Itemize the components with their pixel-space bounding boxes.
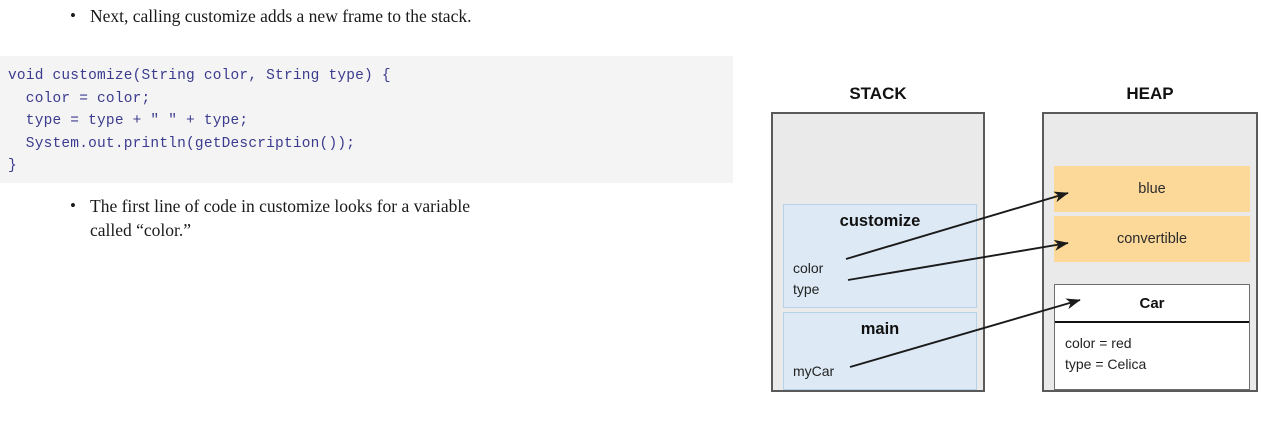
heap-string-label: convertible <box>1116 231 1188 247</box>
bullet-text: The first line of code in customize look… <box>90 196 471 240</box>
code-block: void customize(String color, String type… <box>0 56 733 183</box>
bullet-marker: • <box>70 6 76 25</box>
heap-region: blue convertible Car color = red type = … <box>1042 112 1258 392</box>
stack-frame-customize: customize color type <box>783 204 977 308</box>
bullet-marker: • <box>70 196 76 215</box>
heap-object-car: Car color = red type = Celica <box>1054 284 1250 390</box>
stack-frame-main: main myCar <box>783 312 977 390</box>
frame-variable-color: color <box>793 260 824 276</box>
code-text: void customize(String color, String type… <box>8 68 391 174</box>
bullet-text: Next, calling customize adds a new frame… <box>90 6 472 26</box>
heap-string-convertible: convertible <box>1054 216 1250 262</box>
heap-string-blue: blue <box>1054 166 1250 212</box>
stack-title: STACK <box>849 84 907 103</box>
heap-object-type: Car <box>1055 285 1249 323</box>
memory-diagram: STACK customize color type main myCar HE… <box>750 80 1280 420</box>
frame-variable-mycar: myCar <box>793 363 835 379</box>
heap-object-field-type: type = Celica <box>1065 356 1147 372</box>
bullet-item-2: • The first line of code in customize lo… <box>64 194 534 242</box>
frame-variable-type: type <box>793 281 820 297</box>
frame-title: main <box>860 320 900 338</box>
heap-title: HEAP <box>1126 84 1174 103</box>
heap-object-field-color: color = red <box>1065 335 1132 351</box>
bullet-item-1: • Next, calling customize adds a new fra… <box>64 4 624 28</box>
heap-object-fields: color = red type = Celica <box>1055 323 1249 375</box>
frame-title: customize <box>839 212 921 230</box>
heap-string-label: blue <box>1138 181 1166 197</box>
stack-region: customize color type main myCar <box>771 112 985 392</box>
